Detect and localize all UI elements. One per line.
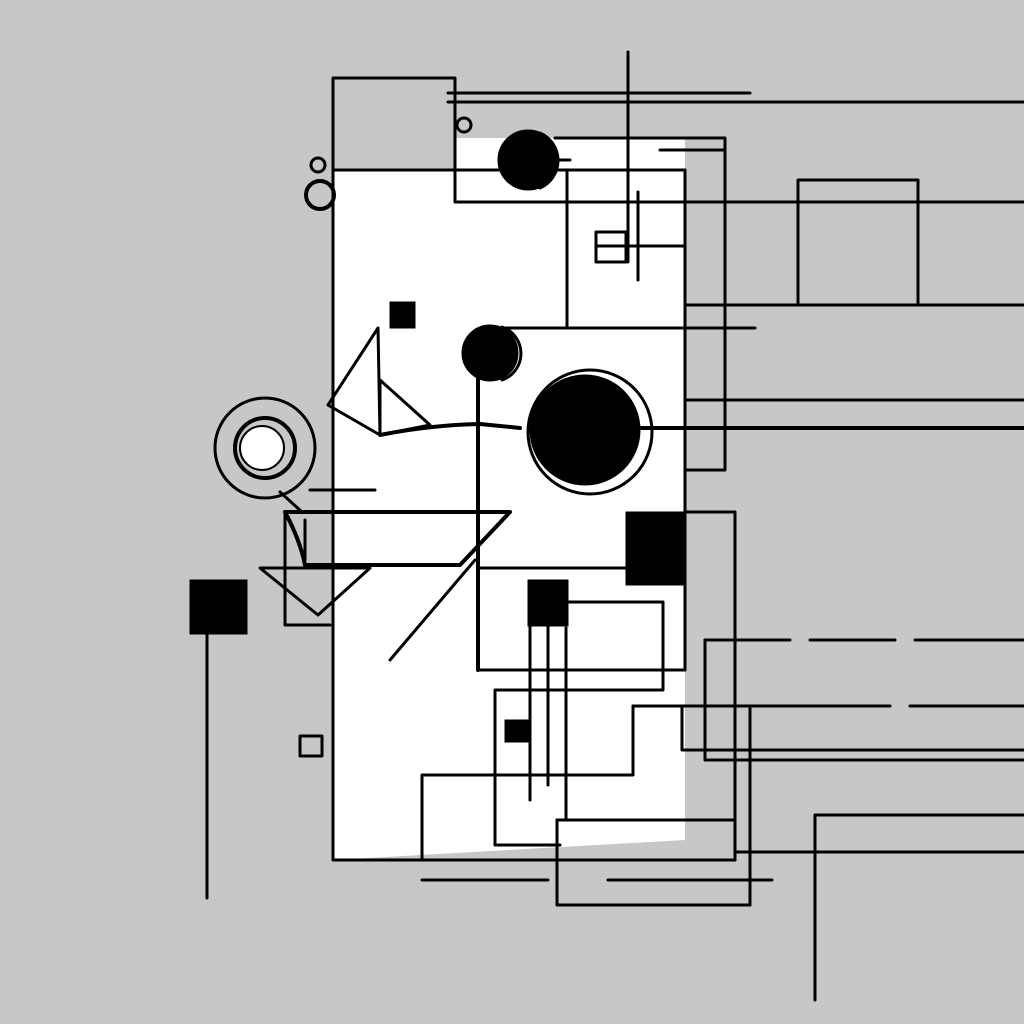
curved-arm [378, 422, 522, 437]
upper-right-box [796, 178, 920, 307]
left-ring-stem [278, 490, 304, 514]
bowl-shape [283, 510, 512, 567]
bottom-frame-2 [555, 818, 752, 907]
left-inner-ring [233, 416, 297, 480]
lower-triangle [258, 566, 372, 617]
structure-lines [205, 50, 1024, 1002]
middle-black-circle [461, 324, 519, 382]
middle-circle-arc [500, 325, 523, 382]
left-bracket [283, 510, 332, 627]
filled-squares [189, 301, 687, 758]
bottom-frame-1 [420, 704, 635, 862]
black-square-right [625, 511, 687, 586]
circle-shapes [213, 116, 654, 514]
medium-ring [304, 179, 336, 211]
diagonal-stroke [388, 558, 477, 662]
right-side-frame [683, 510, 737, 862]
lower-right-frame [813, 813, 1024, 1002]
large-circle-outline [526, 368, 654, 496]
tiny-ring [455, 116, 473, 134]
right-step-frame [680, 704, 1024, 752]
left-white-dot [239, 425, 285, 471]
small-hollow-square [298, 734, 324, 758]
small-ring-top [309, 156, 327, 174]
black-square-left [189, 579, 248, 635]
black-square-center [527, 579, 569, 627]
large-black-circle [529, 374, 641, 486]
triangle-shapes [258, 326, 522, 662]
black-square-small-top [389, 301, 416, 329]
right-lower-frame [703, 638, 1024, 762]
top-frame [331, 76, 1024, 204]
black-square-small-bottom [504, 719, 530, 743]
inner-box-frame [493, 600, 665, 847]
